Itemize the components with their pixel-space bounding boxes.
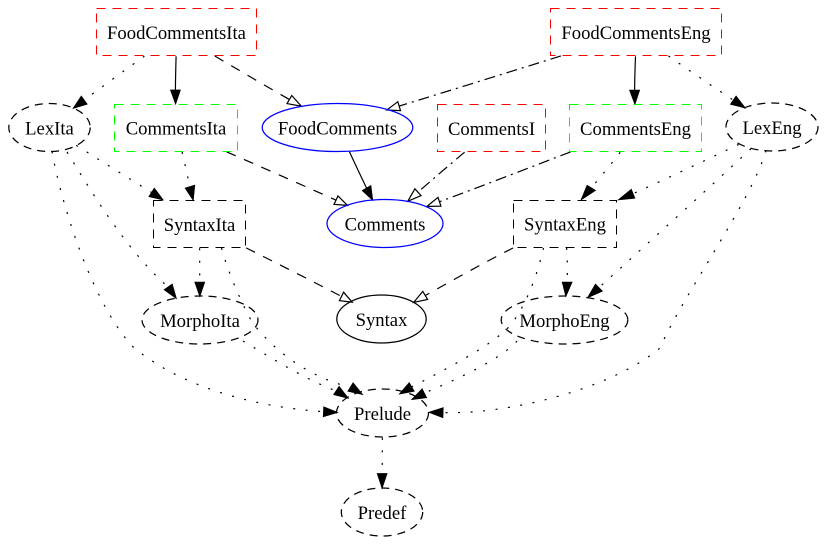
svg-text:LexIta: LexIta bbox=[25, 119, 74, 140]
svg-text:MorphoIta: MorphoIta bbox=[160, 311, 241, 332]
svg-text:Predef: Predef bbox=[358, 503, 407, 524]
svg-text:Prelude: Prelude bbox=[354, 404, 411, 425]
svg-text:FoodComments: FoodComments bbox=[278, 119, 397, 140]
svg-text:FoodCommentsIta: FoodCommentsIta bbox=[107, 23, 247, 44]
svg-text:CommentsEng: CommentsEng bbox=[580, 119, 691, 140]
svg-text:Syntax: Syntax bbox=[356, 310, 408, 331]
svg-text:SyntaxEng: SyntaxEng bbox=[524, 215, 606, 236]
svg-text:MorphoEng: MorphoEng bbox=[519, 311, 609, 332]
svg-text:LexEng: LexEng bbox=[742, 118, 801, 139]
svg-text:SyntaxIta: SyntaxIta bbox=[164, 215, 236, 236]
svg-text:FoodCommentsEng: FoodCommentsEng bbox=[561, 23, 710, 44]
svg-text:CommentsIta: CommentsIta bbox=[126, 119, 227, 140]
svg-text:Comments: Comments bbox=[345, 215, 426, 236]
svg-text:CommentsI: CommentsI bbox=[448, 119, 535, 140]
